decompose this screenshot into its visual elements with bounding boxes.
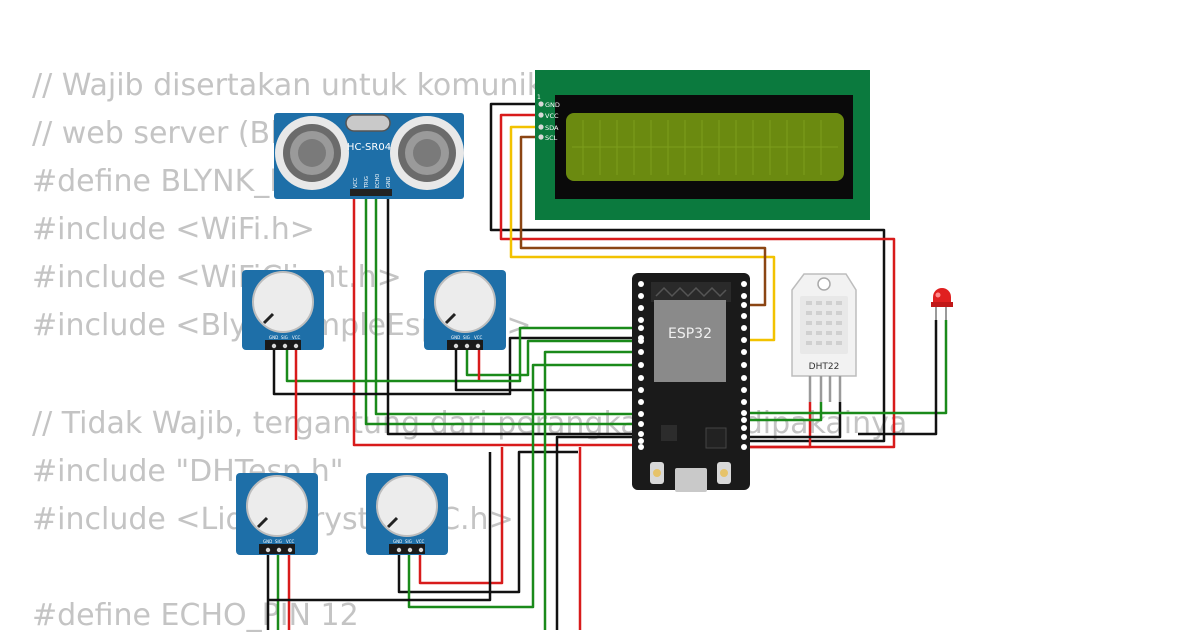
knob-indicator: [256, 516, 269, 529]
wire-pot4-vcc[interactable]: [418, 447, 504, 585]
wire-lcd-scl[interactable]: [519, 135, 767, 307]
lcd-character-grid: [572, 120, 838, 175]
pot-pin-gnd: GND: [269, 335, 278, 340]
pot-pin-gnd: GND: [451, 335, 460, 340]
wire-ultrasonic-trig[interactable]: [364, 196, 641, 426]
lcd-pin-vcc: VCC: [545, 112, 559, 120]
dht22-label: DHT22: [809, 362, 840, 372]
knob-indicator: [444, 312, 457, 325]
ultrasonic-pin-trig: TRIG: [364, 176, 370, 189]
knob-indicator: [386, 516, 399, 529]
knob-indicator: [262, 312, 275, 325]
potentiometer-knob[interactable]: [376, 475, 438, 537]
ultrasonic-pin-echo: ECHO: [375, 174, 381, 188]
wire-pot3-black-return[interactable]: [268, 452, 492, 602]
ultrasonic-pin-vcc: VCC: [353, 177, 359, 188]
lcd-pin-sda: SDA: [545, 124, 559, 132]
code-line: #define ECHO_PIN 12: [32, 598, 359, 633]
wire-pot1-sig[interactable]: [285, 326, 641, 383]
potentiometer-1[interactable]: GND SIG VCC: [242, 270, 324, 350]
esp32-label: ESP32: [668, 326, 712, 342]
wire-ultrasonic-echo[interactable]: [374, 196, 641, 416]
esp32-usb-chip: [705, 427, 727, 449]
esp32-regulator: [661, 425, 677, 441]
pot-pin-sig: SIG: [463, 335, 470, 340]
wire-pot1-gnd[interactable]: [272, 336, 641, 396]
lcd-pin-scl: SCL: [545, 134, 558, 142]
ultrasonic-sensor[interactable]: HC-SR04 VCC TRIG ECHO GND: [274, 113, 464, 199]
esp32-usb-port: [675, 468, 707, 492]
crystal-oscillator: [345, 114, 391, 132]
ultrasonic-pin-gnd: GND: [386, 176, 392, 188]
pot-pin-sig: SIG: [281, 335, 288, 340]
wire-pot4-sig[interactable]: [407, 363, 641, 609]
code-line: #include <WiFi.h>: [32, 212, 315, 247]
pot-pin-vcc: VCC: [416, 539, 425, 544]
ultrasonic-transducer-left: [275, 116, 349, 190]
potentiometer-4[interactable]: GND SIG VCC: [366, 473, 448, 555]
potentiometer-knob[interactable]: [434, 271, 496, 333]
wire-led-cathode[interactable]: [858, 320, 938, 436]
wire-lcd-gnd[interactable]: [489, 102, 886, 443]
lcd-display[interactable]: 1 GND VCC SDA SCL: [535, 70, 870, 220]
wire-ultrasonic-gnd[interactable]: [386, 196, 641, 436]
esp32-board[interactable]: ESP32: [632, 273, 750, 492]
wire-esp-green-down[interactable]: [543, 350, 641, 630]
dht22-sensor[interactable]: DHT22: [791, 273, 857, 402]
wire-esp-black-down[interactable]: [555, 435, 641, 630]
pot-pin-sig: SIG: [275, 539, 282, 544]
wire-lcd-vcc[interactable]: [499, 113, 896, 449]
ultrasonic-model-label: HC-SR04: [347, 142, 391, 153]
esp32-right-pins: [741, 281, 747, 450]
wire-dht-data[interactable]: [744, 402, 823, 422]
lcd-pin-number: 1: [537, 94, 541, 101]
potentiometer-knob[interactable]: [246, 475, 308, 537]
lcd-pin-gnd: GND: [545, 101, 560, 109]
wire-lcd-sda[interactable]: [509, 125, 776, 342]
dht22-grille: [800, 296, 848, 354]
code-line: #include <WiFiClient.h>: [32, 260, 402, 295]
code-line: #include <LiquidCrystal_I2C.h>: [32, 502, 514, 537]
ultrasonic-transducer-right: [390, 116, 464, 190]
ultrasonic-pin-header: [350, 189, 392, 196]
pot-pin-gnd: GND: [263, 539, 272, 544]
potentiometer-knob[interactable]: [252, 271, 314, 333]
potentiometer-3[interactable]: GND SIG VCC: [236, 473, 318, 555]
wire-led-anode[interactable]: [744, 320, 948, 415]
pot-pin-vcc: VCC: [286, 539, 295, 544]
red-led[interactable]: [931, 288, 953, 320]
pot-pin-vcc: VCC: [474, 335, 483, 340]
esp32-module-shield: [654, 300, 726, 382]
pot-pin-gnd: GND: [393, 539, 402, 544]
pot-pin-vcc: VCC: [292, 335, 301, 340]
lcd-pin-header: [538, 101, 544, 140]
wire-pot2-sig[interactable]: [465, 339, 641, 377]
potentiometer-2[interactable]: GND SIG VCC: [424, 270, 506, 350]
wire-pot2-gnd[interactable]: [454, 349, 641, 392]
wire-pot4-gnd[interactable]: [397, 450, 578, 594]
pot-pin-sig: SIG: [405, 539, 412, 544]
esp32-left-pins: [638, 281, 644, 450]
